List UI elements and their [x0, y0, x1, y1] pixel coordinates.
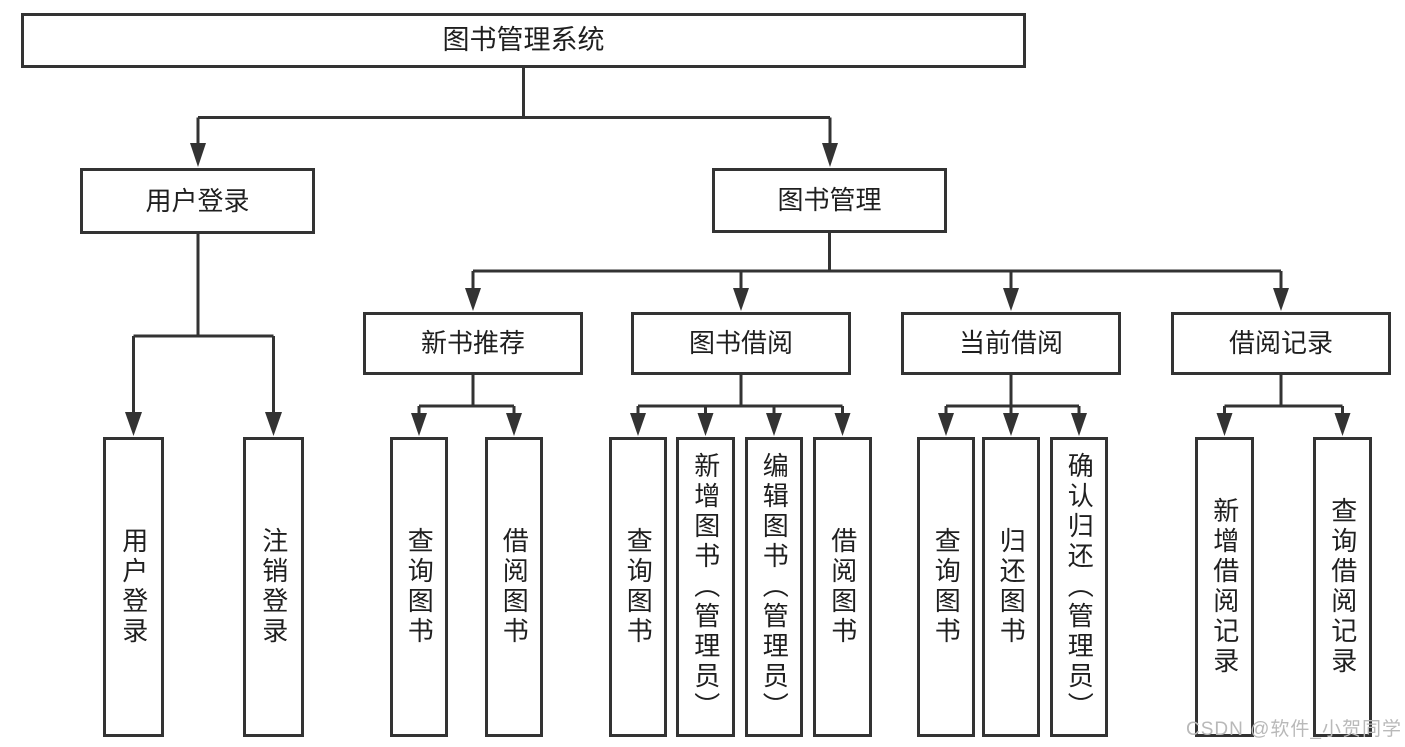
arrow-down-icon: [411, 413, 427, 436]
leaf-confirm-return-admin: 确认归还（管理员）: [1050, 437, 1108, 737]
leaf-user-login: 用户登录: [103, 437, 164, 737]
arrow-down-icon: [697, 413, 714, 436]
node-borrowing-records: 借阅记录: [1171, 312, 1391, 375]
leaf-query-book-borrowing: 查询图书: [609, 437, 667, 737]
arrowheads: [125, 143, 1351, 436]
leaf-query-book-recommend: 查询图书: [390, 437, 448, 737]
leaf-add-borrow-record: 新增借阅记录: [1195, 437, 1254, 737]
arrow-down-icon: [1334, 413, 1351, 436]
arrow-down-icon: [265, 412, 282, 436]
leaf-borrow-book-borrowing: 借阅图书: [813, 437, 872, 737]
leaf-query-borrow-record: 查询借阅记录: [1313, 437, 1372, 737]
leaf-query-book-current: 查询图书: [917, 437, 975, 737]
node-root: 图书管理系统: [21, 13, 1026, 68]
arrow-down-icon: [506, 413, 522, 436]
leaf-add-book-admin: 新增图书（管理员）: [676, 437, 735, 737]
node-new-book-recommendation: 新书推荐: [363, 312, 583, 375]
arrow-down-icon: [938, 413, 954, 436]
node-user-login-branch: 用户登录: [80, 168, 315, 234]
watermark: CSDN @软件_小贺同学: [1186, 719, 1402, 740]
node-book-borrowing: 图书借阅: [631, 312, 851, 375]
node-current-borrowing: 当前借阅: [901, 312, 1121, 375]
arrow-down-icon: [190, 143, 206, 167]
arrow-down-icon: [465, 288, 481, 311]
arrow-down-icon: [733, 288, 749, 311]
node-book-management-branch: 图书管理: [712, 168, 947, 233]
leaf-logout: 注销登录: [243, 437, 304, 737]
arrow-down-icon: [1003, 288, 1019, 311]
arrow-down-icon: [822, 143, 838, 167]
arrow-down-icon: [630, 413, 646, 436]
arrow-down-icon: [1003, 413, 1019, 436]
arrow-down-icon: [766, 413, 782, 436]
arrow-down-icon: [125, 412, 142, 436]
arrow-down-icon: [834, 413, 851, 436]
arrow-down-icon: [1071, 413, 1087, 436]
leaf-return-book: 归还图书: [982, 437, 1040, 737]
arrow-down-icon: [1273, 288, 1289, 311]
leaf-edit-book-admin: 编辑图书（管理员）: [745, 437, 803, 737]
leaf-borrow-book-recommend: 借阅图书: [485, 437, 543, 737]
arrow-down-icon: [1216, 413, 1233, 436]
